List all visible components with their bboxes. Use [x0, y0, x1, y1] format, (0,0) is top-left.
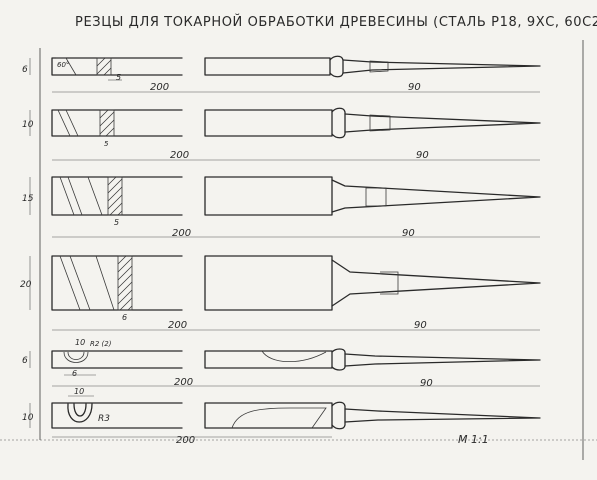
tool-2-length-label: 200	[170, 150, 189, 161]
tool-1-height-label: 6	[22, 65, 28, 75]
tool-3-hatch-label: 5	[114, 218, 119, 227]
scale-label: М 1:1	[458, 433, 489, 446]
tool-5-profile	[63, 351, 89, 363]
tool-3-tip-band	[365, 187, 387, 207]
tool-2-section-hatch	[99, 109, 115, 137]
tool-5-length-label: 200	[174, 377, 193, 388]
tool-3-tip-label: 90	[402, 228, 415, 239]
tool-6-body-right	[204, 402, 333, 429]
tool-4-tip-band	[380, 271, 399, 295]
tool-1-hatch-label: 5	[116, 73, 121, 82]
tool-1-tip	[342, 59, 541, 74]
tool-2-collar	[331, 107, 346, 139]
tool-3-length-label: 200	[172, 228, 191, 239]
tool-4-tip-label: 90	[414, 320, 427, 331]
tool-1: 6 60° 5 200 90	[22, 55, 541, 93]
tool-1-tip-label: 90	[408, 82, 421, 93]
tool-1-body-left	[51, 57, 183, 76]
tool-5-body-right	[204, 350, 333, 369]
tool-4-tip	[331, 259, 541, 307]
tool-2-tip-band	[369, 114, 391, 132]
tool-2-tip-label: 90	[416, 150, 429, 161]
tool-6: 10 10 R3 200	[22, 387, 541, 446]
tool-6-width-label: 10	[74, 387, 84, 396]
tool-2-body-right	[204, 109, 333, 137]
tool-5-height-label: 6	[22, 356, 28, 366]
tool-6-groove	[231, 407, 327, 429]
tool-5-groove	[261, 350, 327, 363]
tool-5-tip-label: 90	[420, 378, 433, 389]
tool-1-tip-band	[369, 60, 389, 73]
tool-3-bevel	[59, 176, 103, 216]
tool-5: 6 R2 (2) 6 200 90	[22, 340, 541, 389]
tool-5-radius-label: R2 (2)	[90, 340, 112, 348]
tool-1-collar	[329, 55, 344, 78]
tool-3: 15 5 200 90	[22, 176, 541, 239]
tool-3-tip	[331, 179, 541, 213]
tool-2-height-label: 10	[22, 120, 34, 130]
tool-2-bevel	[57, 109, 79, 137]
tool-1-section-hatch	[96, 57, 112, 76]
tool-4: 20 6 200 90	[20, 255, 541, 331]
tool-1-length-label: 200	[150, 82, 169, 93]
tool-1-angle-label: 60°	[57, 61, 69, 69]
tool-5-hatch-label: 6	[72, 369, 77, 378]
tool-6-length-label: 200	[176, 435, 195, 446]
tool-1-body-right	[204, 57, 331, 76]
tool-4-bevel	[59, 255, 115, 311]
tool-4-section-hatch	[117, 255, 133, 311]
tool-2-tip	[344, 113, 541, 133]
tool-5-body-left	[51, 350, 183, 369]
tool-2-hatch-label: 5	[104, 140, 109, 148]
tool-4-body-right	[204, 255, 333, 311]
tool-1-bevel	[56, 57, 77, 76]
tool-2-body-left	[51, 109, 183, 137]
tool-6-height-label: 10	[22, 413, 34, 423]
tool-5-width-label: 10	[75, 338, 85, 347]
tool-6-collar	[331, 401, 346, 430]
tool-6-radius-label: R3	[98, 414, 110, 424]
tool-4-height-label: 20	[20, 280, 32, 290]
tool-3-body-right	[204, 176, 333, 216]
tool-4-body-left	[51, 255, 183, 311]
tool-6-tip	[344, 408, 541, 423]
tool-5-tip	[344, 353, 541, 367]
tool-6-body-left	[51, 402, 183, 429]
tool-4-length-label: 200	[168, 320, 187, 331]
tool-4-hatch-label: 6	[122, 313, 127, 322]
tool-5-collar	[331, 348, 346, 371]
tool-3-height-label: 15	[22, 194, 34, 204]
tool-2: 10 5 200 90	[22, 107, 541, 161]
tool-6-profile	[67, 403, 93, 423]
drawing-title: РЕЗЦЫ ДЛЯ ТОКАРНОЙ ОБРАБОТКИ ДРЕВЕСИНЫ (…	[75, 14, 597, 30]
tool-3-section-hatch	[107, 176, 123, 216]
